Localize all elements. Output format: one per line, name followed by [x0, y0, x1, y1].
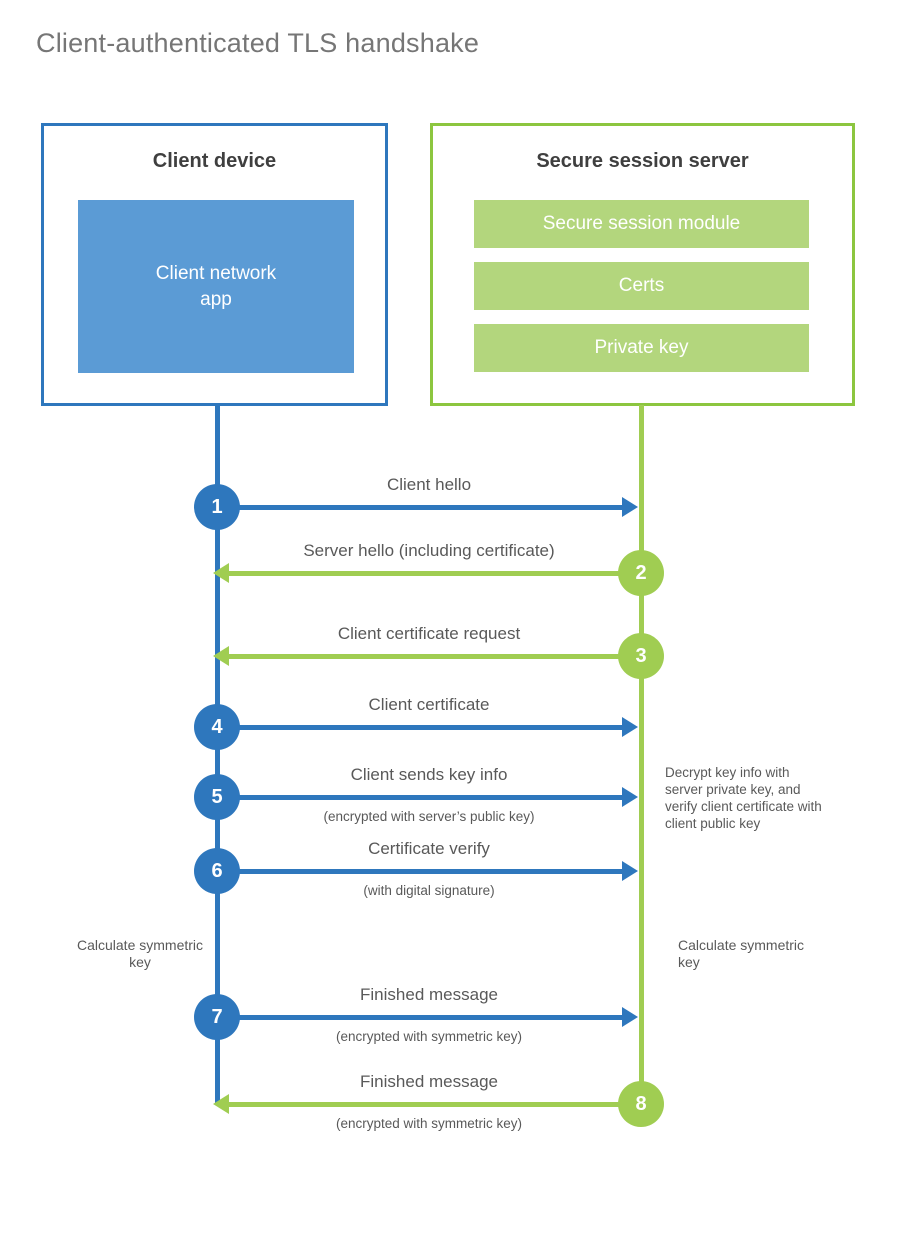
step-circle-4: 4	[194, 704, 240, 750]
arrow-right-icon	[622, 717, 638, 737]
client-device-title: Client device	[152, 150, 277, 172]
message-line-6	[219, 869, 622, 874]
decrypt-key-note: Decrypt key info with server private key…	[665, 765, 822, 831]
step-number: 4	[211, 715, 223, 738]
page-title: Client-authenticated TLS handshake	[36, 28, 480, 58]
step-number: 6	[211, 859, 223, 882]
message-label-2: Server hello (including certificate)	[303, 541, 555, 560]
secure-session-server-title: Secure session server	[536, 150, 749, 172]
message-label-3: Client certificate request	[337, 624, 521, 643]
message-label-8: Finished message	[360, 1072, 498, 1091]
message-label-7: Finished message	[360, 985, 498, 1004]
message-line-7	[219, 1015, 622, 1020]
message-line-2	[229, 571, 641, 576]
arrow-right-icon	[622, 861, 638, 881]
arrow-right-icon	[622, 497, 638, 517]
step-circle-7: 7	[194, 994, 240, 1040]
step-number: 8	[635, 1092, 647, 1115]
server-lifeline	[639, 405, 644, 1105]
message-line-4	[219, 725, 622, 730]
step-circle-6: 6	[194, 848, 240, 894]
message-label-6: Certificate verify	[368, 839, 490, 858]
calculate-symmetric-key-note-server: Calculate symmetric key	[678, 937, 805, 970]
step-circle-3: 3	[618, 633, 664, 679]
certs-box: Certs	[474, 262, 809, 310]
message-sublabel-6: (with digital signature)	[363, 883, 495, 898]
message-label-5: Client sends key info	[350, 765, 508, 784]
secure-session-module-box: Secure session module	[474, 200, 809, 248]
step-number: 5	[211, 785, 223, 808]
message-line-8	[229, 1102, 641, 1107]
arrow-left-icon	[213, 646, 229, 666]
message-line-3	[229, 654, 641, 659]
step-number: 2	[635, 561, 647, 584]
step-number: 1	[211, 495, 223, 518]
step-circle-1: 1	[194, 484, 240, 530]
client-lifeline	[215, 405, 220, 1105]
message-sublabel-5: (encrypted with server’s public key)	[323, 809, 535, 824]
step-circle-5: 5	[194, 774, 240, 820]
message-sublabel-7: (encrypted with symmetric key)	[335, 1029, 523, 1044]
message-sublabel-8: (encrypted with symmetric key)	[335, 1116, 523, 1131]
step-number: 3	[635, 644, 647, 667]
arrow-left-icon	[213, 563, 229, 583]
calculate-symmetric-key-note-client: Calculate symmetric key	[76, 937, 204, 970]
message-label-4: Client certificate	[368, 695, 490, 714]
message-line-1	[219, 505, 622, 510]
arrow-right-icon	[622, 1007, 638, 1027]
arrow-left-icon	[213, 1094, 229, 1114]
arrow-right-icon	[622, 787, 638, 807]
client-network-app-box: Client network app	[78, 200, 354, 373]
private-key-box: Private key	[474, 324, 809, 372]
step-circle-8: 8	[618, 1081, 664, 1127]
step-number: 7	[211, 1005, 223, 1028]
message-line-5	[219, 795, 622, 800]
message-label-1: Client hello	[386, 475, 472, 494]
step-circle-2: 2	[618, 550, 664, 596]
